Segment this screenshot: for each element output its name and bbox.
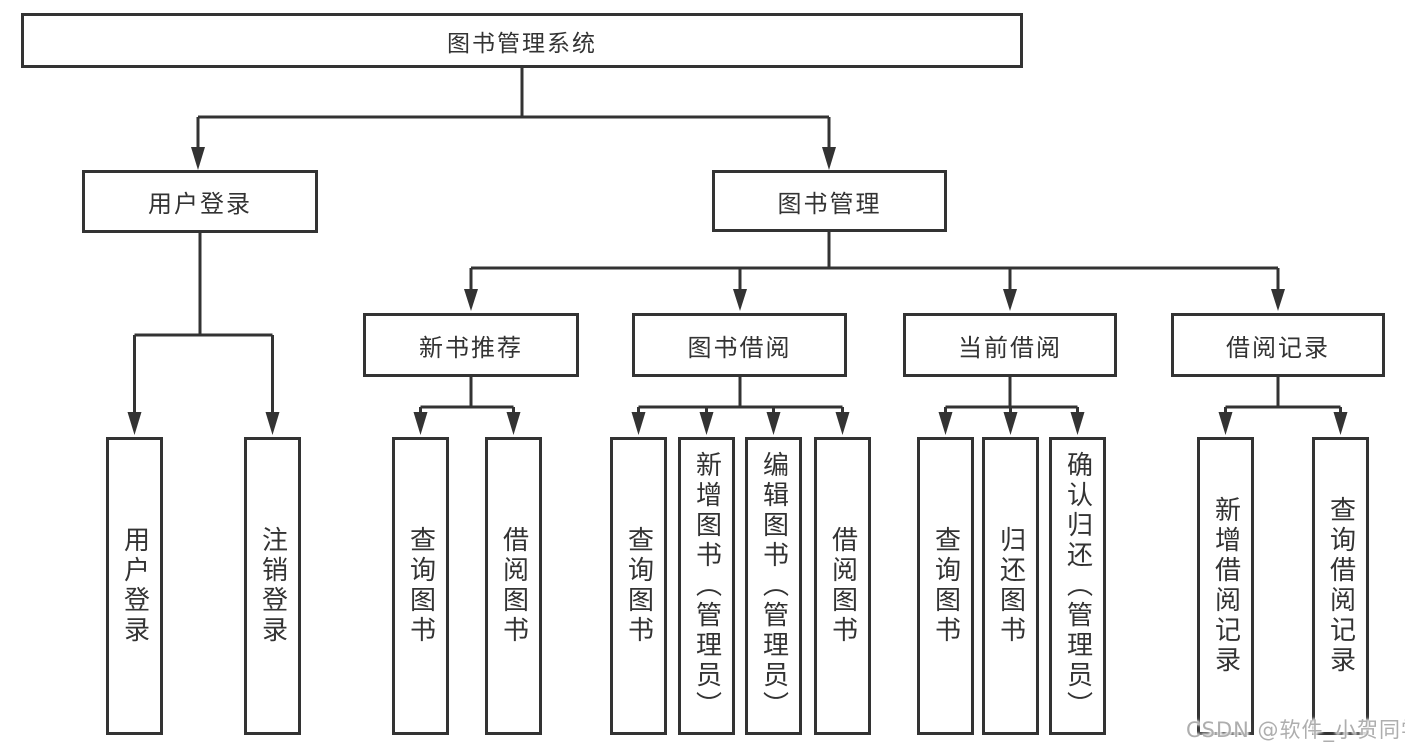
arrow-down-icon: [464, 289, 478, 311]
arrow-down-icon: [265, 412, 280, 435]
leaf-add-book-admin-label: 新增图书（管理员）: [691, 451, 722, 721]
leaf-add-borrow-record: 新增借阅记录: [1197, 437, 1254, 735]
leaf-user-login-label: 用户登录: [119, 526, 150, 646]
leaf-edit-book-admin: 编辑图书（管理员）: [745, 437, 802, 735]
node-current-borrowing-label: 当前借阅: [958, 333, 1062, 362]
leaf-query-borrow-record-label: 查询借阅记录: [1325, 496, 1356, 676]
arrow-down-icon: [506, 412, 521, 435]
leaf-query-book-recommend-label: 查询图书: [405, 526, 436, 646]
node-user-login-label: 用户登录: [148, 190, 252, 218]
leaf-return-book: 归还图书: [982, 437, 1039, 735]
arrow-down-icon: [191, 147, 205, 170]
arrow-down-icon: [835, 412, 850, 435]
arrow-down-icon: [1003, 412, 1018, 435]
node-root-label: 图书管理系统: [447, 30, 597, 57]
leaf-borrow-book-recommend: 借阅图书: [485, 437, 542, 735]
arrow-down-icon: [631, 412, 646, 435]
node-user-login: 用户登录: [82, 170, 318, 233]
leaf-add-book-admin: 新增图书（管理员）: [678, 437, 735, 735]
leaf-borrow-book-borrowing-label: 借阅图书: [827, 526, 858, 646]
arrow-down-icon: [413, 412, 428, 435]
leaf-query-book-recommend: 查询图书: [392, 437, 449, 735]
leaf-query-book-current-label: 查询图书: [930, 526, 961, 646]
leaf-logout-label: 注销登录: [257, 526, 288, 646]
leaf-add-borrow-record-label: 新增借阅记录: [1210, 496, 1241, 676]
node-borrowing-records: 借阅记录: [1171, 313, 1385, 377]
node-book-management-label: 图书管理: [777, 189, 882, 218]
arrow-down-icon: [766, 412, 781, 435]
arrow-down-icon: [699, 412, 714, 435]
arrow-down-icon: [1070, 412, 1085, 435]
node-root: 图书管理系统: [21, 13, 1023, 68]
arrowheads: [127, 147, 1348, 435]
leaf-confirm-return-admin: 确认归还（管理员）: [1049, 437, 1106, 735]
leaf-logout: 注销登录: [244, 437, 301, 735]
leaf-query-book-current: 查询图书: [917, 437, 974, 735]
leaf-query-book-borrowing-label: 查询图书: [623, 526, 654, 646]
node-book-borrowing: 图书借阅: [632, 313, 847, 377]
leaf-borrow-book-recommend-label: 借阅图书: [498, 526, 529, 646]
leaf-return-book-label: 归还图书: [995, 526, 1026, 646]
node-book-borrowing-label: 图书借阅: [687, 333, 792, 362]
tree-edges: [133, 68, 1342, 414]
node-book-management: 图书管理: [712, 170, 947, 232]
arrow-down-icon: [1218, 412, 1233, 435]
leaf-query-book-borrowing: 查询图书: [610, 437, 667, 735]
leaf-query-borrow-record: 查询借阅记录: [1312, 437, 1369, 735]
arrow-down-icon: [733, 289, 747, 311]
node-current-borrowing: 当前借阅: [903, 313, 1117, 377]
leaf-confirm-return-admin-label: 确认归还（管理员）: [1062, 451, 1093, 721]
leaf-edit-book-admin-label: 编辑图书（管理员）: [758, 451, 789, 721]
leaf-borrow-book-borrowing: 借阅图书: [814, 437, 871, 735]
arrow-down-icon: [127, 412, 142, 435]
leaf-user-login: 用户登录: [106, 437, 163, 735]
node-borrowing-records-label: 借阅记录: [1226, 333, 1330, 362]
arrow-down-icon: [1271, 289, 1285, 311]
arrow-down-icon: [1003, 289, 1017, 311]
node-new-book-recommendation: 新书推荐: [363, 313, 579, 377]
csdn-watermark: CSDN @软件_小贺同学: [1186, 718, 1405, 742]
arrow-down-icon: [1333, 412, 1348, 435]
arrow-down-icon: [938, 412, 953, 435]
arrow-down-icon: [822, 147, 836, 170]
node-new-book-recommendation-label: 新书推荐: [419, 333, 523, 362]
